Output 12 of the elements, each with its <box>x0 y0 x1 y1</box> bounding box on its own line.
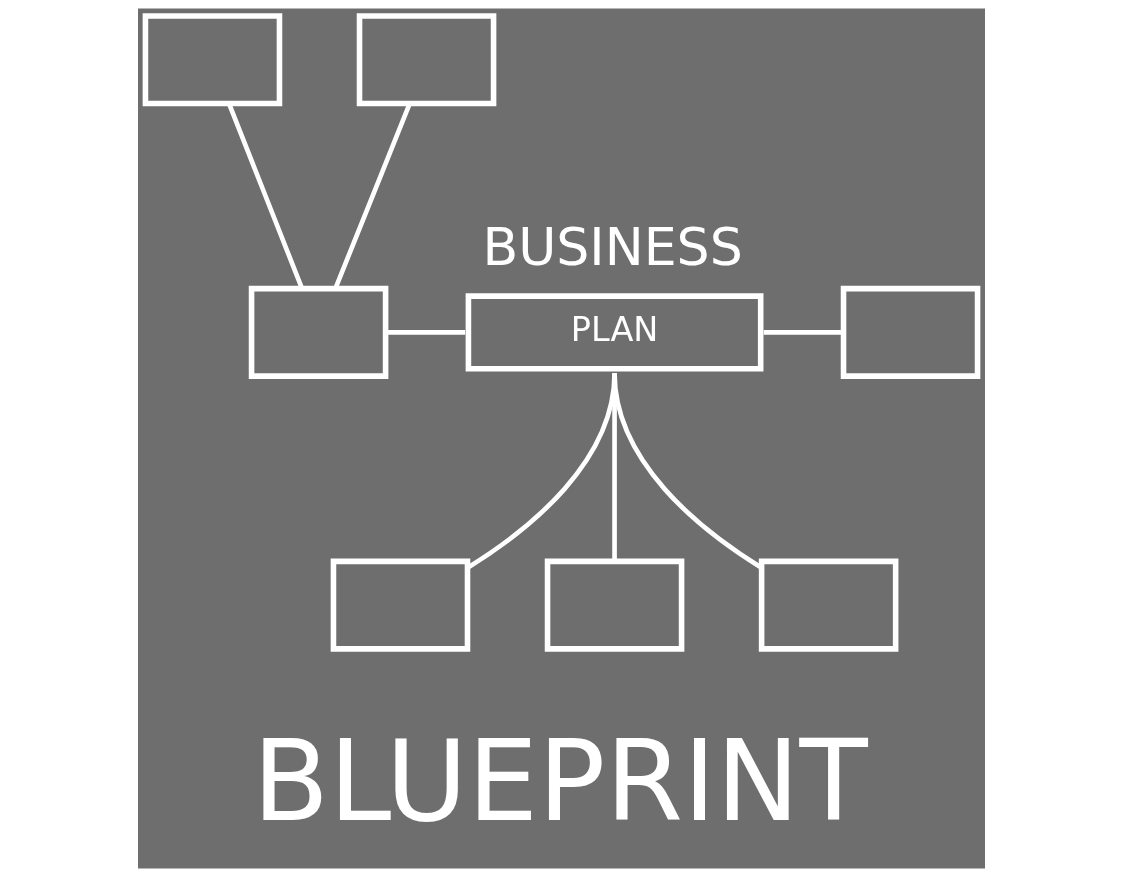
node-box: PLAN <box>465 293 763 372</box>
node-box <box>840 285 980 379</box>
node-box <box>248 285 388 379</box>
node-box <box>356 13 496 107</box>
connector <box>385 330 465 335</box>
diagram-title: BLUEPRINT <box>251 716 868 847</box>
node-label: BUSINESS <box>481 217 743 278</box>
node-box <box>544 558 684 652</box>
connector <box>763 330 843 335</box>
node-box <box>330 558 470 652</box>
node-box <box>142 13 282 107</box>
node-box <box>758 558 898 652</box>
